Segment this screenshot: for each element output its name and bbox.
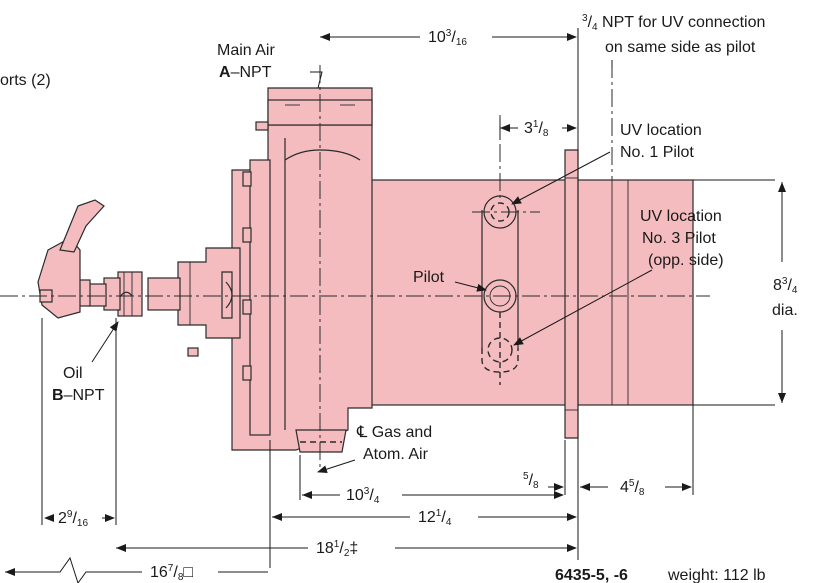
dia-whole: 8 <box>773 277 782 294</box>
svg-text:83/4: 83/4 <box>773 276 798 296</box>
uv1-label-2: No. 1 Pilot <box>620 144 694 161</box>
dim-top: 103/16 <box>428 28 467 48</box>
valve-handle <box>59 199 105 253</box>
uv3-label-1: UV location <box>640 208 722 225</box>
svg-text:B–NPT: B–NPT <box>52 387 105 404</box>
pilot-assembly <box>481 195 519 385</box>
model-number: 6435-5, -6 <box>555 567 628 583</box>
oil-port-letter: B <box>52 387 64 404</box>
gas-inlet <box>295 429 347 453</box>
uv-connection-text: NPT for UV connection <box>598 14 766 31</box>
side-plate <box>249 159 271 436</box>
gas-label-1: ℄ Gas and <box>356 424 432 441</box>
uv3-label-2: No. 3 Pilot <box>642 230 716 247</box>
dim-extension: 45/8 <box>620 478 645 498</box>
svg-text:A–NPT: A–NPT <box>219 64 272 81</box>
mounting-flange <box>564 149 579 439</box>
gas-label-2: Atom. Air <box>363 446 429 463</box>
oil-npt: –NPT <box>64 387 105 404</box>
uv1-label-1: UV location <box>620 122 702 139</box>
dim-flange: 5/8 <box>523 471 539 491</box>
oil-fitting <box>37 199 143 319</box>
bolts <box>187 121 269 381</box>
main-air-port-letter: A <box>219 64 231 81</box>
dim-oil: 29/16 <box>58 509 88 529</box>
main-air-leader <box>310 71 323 89</box>
uv-connection-line2: on same side as pilot <box>605 39 756 56</box>
dim-pilot: 31/8 <box>524 119 549 139</box>
pilot-label: Pilot <box>413 269 445 286</box>
dim-d: 167/8□ <box>150 563 193 583</box>
uv3-label-3: (opp. side) <box>648 252 724 269</box>
dim-b: 121/4 <box>418 508 452 528</box>
ports-label: orts (2) <box>0 72 51 89</box>
oil-label: Oil <box>63 365 83 382</box>
combustion-tube <box>369 179 694 406</box>
main-air-npt: –NPT <box>231 64 272 81</box>
weight-label: weight: 112 lb <box>667 567 766 583</box>
dia-unit: dia. <box>772 302 798 319</box>
svg-text:3/4 NPT for UV connection: 3/4 NPT for UV connection <box>582 13 765 33</box>
dim-c: 181/2‡ <box>316 539 358 559</box>
dim-a: 103/4 <box>346 486 380 506</box>
main-air-label: Main Air <box>217 42 275 59</box>
